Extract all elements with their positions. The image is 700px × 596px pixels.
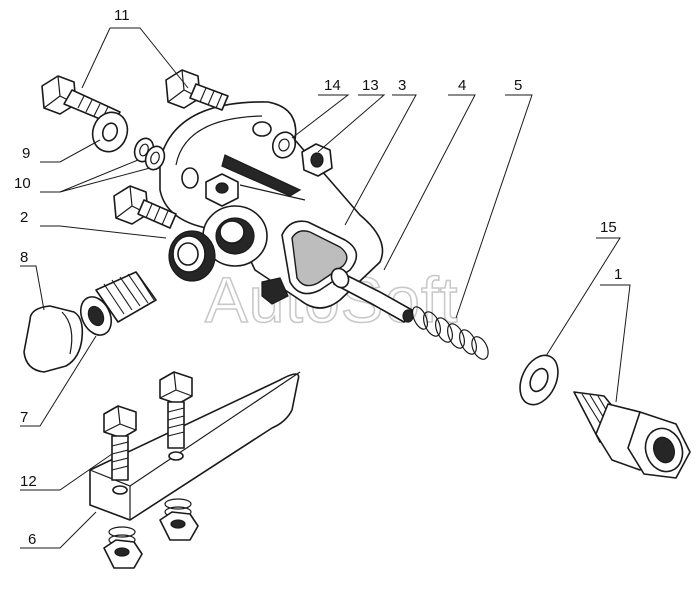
callout-2: 2 xyxy=(20,209,28,226)
washer-15 xyxy=(519,354,559,406)
callout-1: 1 xyxy=(614,266,622,283)
leader-lines xyxy=(20,27,631,549)
callout-9: 9 xyxy=(22,145,30,162)
callout-6: 6 xyxy=(28,531,36,548)
callout-8: 8 xyxy=(20,249,28,266)
union-fitting-1 xyxy=(573,391,691,479)
callout-12: 12 xyxy=(20,473,37,490)
callout-3: 3 xyxy=(398,77,406,94)
washer-14 xyxy=(271,131,297,159)
bolt-12a xyxy=(103,405,137,481)
bolt-2 xyxy=(113,185,177,229)
callout-10: 10 xyxy=(14,175,31,192)
callout-11: 11 xyxy=(114,7,130,24)
spring-5 xyxy=(411,306,489,360)
spring-washers-10 xyxy=(133,137,166,171)
callout-4: 4 xyxy=(458,77,466,94)
pin-4 xyxy=(330,267,414,323)
callout-14: 14 xyxy=(324,77,341,94)
nut-13 xyxy=(301,143,333,177)
cap-8 xyxy=(23,305,84,373)
plate-nut-right xyxy=(159,498,199,541)
plate-6 xyxy=(89,371,301,521)
callout-labels: 11 14 13 3 4 5 15 1 9 10 2 8 7 12 6 xyxy=(14,7,622,548)
callout-13: 13 xyxy=(362,77,379,94)
callout-5: 5 xyxy=(514,77,522,94)
seal-ring xyxy=(168,230,216,282)
housing-nut xyxy=(205,173,239,207)
bolt-12b xyxy=(159,371,193,449)
fitting-7 xyxy=(79,271,157,336)
plate-nut-left xyxy=(103,526,143,569)
callout-7: 7 xyxy=(20,409,28,426)
washer-9 xyxy=(91,111,129,153)
bolt-11b xyxy=(165,69,229,111)
callout-15: 15 xyxy=(600,219,617,236)
